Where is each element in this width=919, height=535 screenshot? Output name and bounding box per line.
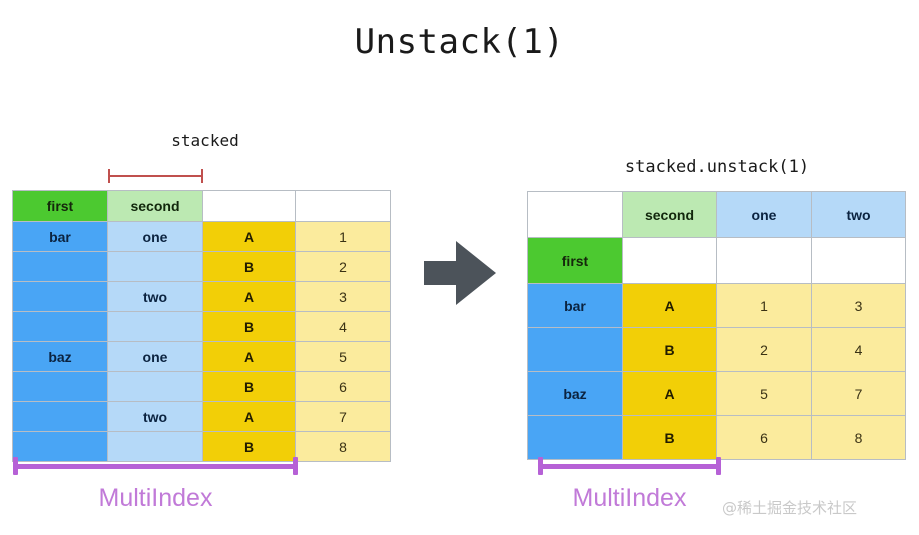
header-cell-blank <box>527 191 623 238</box>
cell-letter: B <box>202 251 296 282</box>
bracket-bar <box>108 175 203 177</box>
cell-second <box>107 251 203 282</box>
cell-first: bar <box>527 283 623 328</box>
cell-second: one <box>107 341 203 372</box>
unstacked-table: second one two first bar A 1 3 B 2 4 <box>527 191 906 460</box>
cell-second: two <box>107 401 203 432</box>
header-cell-second: second <box>107 190 203 222</box>
bracket-bar <box>538 464 721 469</box>
cell-letter: B <box>202 311 296 342</box>
table-header-row: first second <box>12 190 391 222</box>
cell-letter: B <box>622 415 717 460</box>
cell-value: 8 <box>295 431 391 462</box>
cell-first <box>12 281 108 312</box>
cell-value-one: 1 <box>716 283 812 328</box>
header-cell-first: first <box>12 190 108 222</box>
bracket-cap-right <box>201 169 203 183</box>
cell-letter: B <box>622 327 717 372</box>
cell-letter: B <box>202 371 296 402</box>
cell-value: 3 <box>295 281 391 312</box>
cell-value: 4 <box>295 311 391 342</box>
header-cell-blank3 <box>811 237 906 284</box>
cell-first <box>12 431 108 462</box>
header-cell-blank2 <box>295 190 391 222</box>
header-cell-first: first <box>527 237 623 284</box>
table-row: B 2 <box>12 251 391 282</box>
cell-value: 6 <box>295 371 391 402</box>
table-header-row-1: second one two <box>527 191 906 238</box>
left-table-caption: stacked <box>171 131 239 150</box>
table-row: bar A 1 3 <box>527 283 906 328</box>
cell-first <box>12 401 108 432</box>
table-row: B 6 8 <box>527 415 906 460</box>
cell-first <box>527 415 623 460</box>
cell-value-one: 6 <box>716 415 812 460</box>
cell-first <box>12 371 108 402</box>
cell-value-two: 4 <box>811 327 906 372</box>
cell-letter: A <box>202 281 296 312</box>
cell-value: 2 <box>295 251 391 282</box>
watermark: @稀土掘金技术社区 <box>722 499 858 517</box>
cell-first: baz <box>12 341 108 372</box>
bracket-bar <box>13 464 298 469</box>
cell-letter: A <box>202 401 296 432</box>
multiindex-label-left: MultiIndex <box>98 484 213 512</box>
cell-second <box>107 311 203 342</box>
cell-value-two: 7 <box>811 371 906 416</box>
multiindex-bracket-right <box>538 457 721 475</box>
table-row: B 2 4 <box>527 327 906 372</box>
header-cell-two: two <box>811 191 906 238</box>
cell-second <box>107 371 203 402</box>
cell-letter: A <box>622 371 717 416</box>
cell-value-one: 2 <box>716 327 812 372</box>
table-row: B 8 <box>12 431 391 462</box>
cell-first <box>12 251 108 282</box>
cell-value-two: 3 <box>811 283 906 328</box>
header-cell-blank1 <box>202 190 296 222</box>
cell-letter: A <box>202 221 296 252</box>
cell-letter: B <box>202 431 296 462</box>
cell-value-two: 8 <box>811 415 906 460</box>
table-row: B 6 <box>12 371 391 402</box>
table-row: baz one A 5 <box>12 341 391 372</box>
table-row: bar one A 1 <box>12 221 391 252</box>
header-cell-blank1 <box>622 237 717 284</box>
cell-letter: A <box>202 341 296 372</box>
table-row: B 4 <box>12 311 391 342</box>
cell-first <box>12 311 108 342</box>
stacked-table: first second bar one A 1 B 2 two A <box>12 190 391 462</box>
table-row: two A 3 <box>12 281 391 312</box>
cell-value-one: 5 <box>716 371 812 416</box>
page-title: Unstack(1) <box>354 22 565 62</box>
header-cell-one: one <box>716 191 812 238</box>
right-arrow-icon <box>424 239 496 307</box>
multiindex-bracket-left <box>13 457 298 475</box>
cell-value: 7 <box>295 401 391 432</box>
cell-second: two <box>107 281 203 312</box>
caption-line-unstack-1: stacked.unstack(1) <box>624 157 810 177</box>
cell-letter: A <box>622 283 717 328</box>
bracket-cap-right <box>293 457 298 475</box>
multiindex-label-right: MultiIndex <box>572 484 687 512</box>
cell-first: baz <box>527 371 623 416</box>
header-cell-blank2 <box>716 237 812 284</box>
second-level-bracket <box>108 168 203 184</box>
cell-first: bar <box>12 221 108 252</box>
table-header-row-2: first <box>527 237 906 284</box>
header-cell-second: second <box>622 191 717 238</box>
table-row: baz A 5 7 <box>527 371 906 416</box>
table-row: two A 7 <box>12 401 391 432</box>
cell-first <box>527 327 623 372</box>
cell-value: 1 <box>295 221 391 252</box>
cell-value: 5 <box>295 341 391 372</box>
bracket-cap-right <box>716 457 721 475</box>
cell-second: one <box>107 221 203 252</box>
